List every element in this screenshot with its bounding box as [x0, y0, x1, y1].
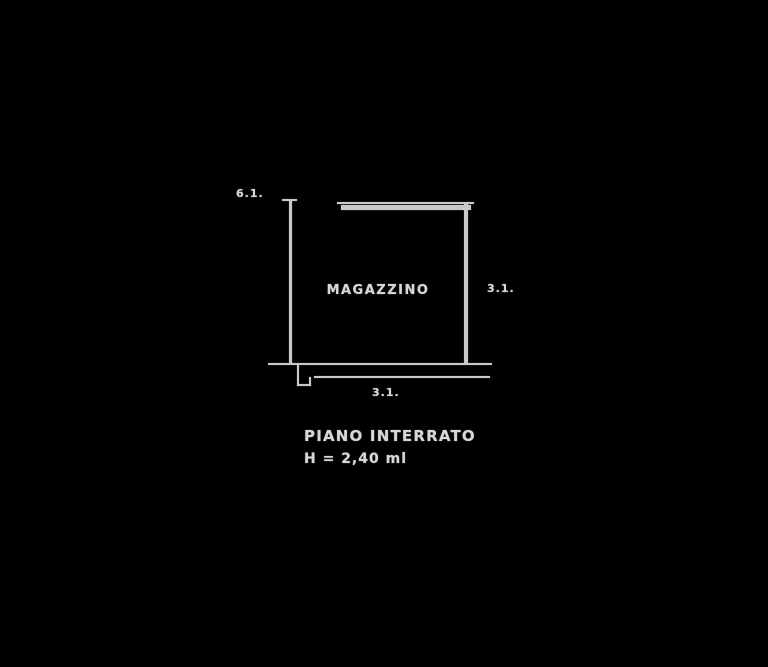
dimension-top-left: 6.1. — [236, 187, 264, 200]
wall-left-top-cap — [282, 199, 297, 201]
wall-right — [464, 203, 468, 364]
caption-floor-title: PIANO INTERRATO — [304, 427, 476, 445]
room-label: MAGAZZINO — [326, 283, 430, 298]
caption-height-note: H = 2,40 ml — [304, 451, 407, 467]
wall-top-outer-line — [337, 202, 474, 204]
bottom-dimension-line — [314, 376, 490, 378]
bottom-left-notch-riser — [309, 377, 311, 386]
wall-left — [289, 201, 292, 364]
dimension-right: 3.1. — [487, 282, 515, 295]
dimension-bottom: 3.1. — [372, 386, 400, 399]
bottom-left-notch-vertical — [297, 365, 299, 386]
ground-line — [268, 363, 492, 365]
wall-top — [341, 205, 471, 210]
bottom-left-notch-horizontal — [297, 384, 311, 386]
